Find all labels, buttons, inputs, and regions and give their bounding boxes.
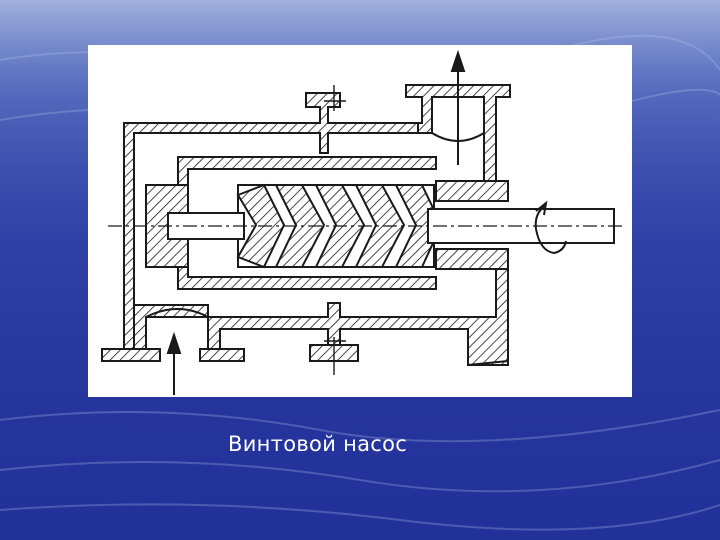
inlet-cavity: [145, 308, 209, 318]
screw-pump-diagram: [101, 49, 624, 395]
outlet-arrow: [450, 49, 466, 165]
pump-figure: [88, 45, 632, 397]
inlet-arrow: [166, 331, 182, 395]
rotation-arrow: [534, 200, 567, 255]
slide-caption: Винтовой насос: [228, 432, 408, 456]
center-marks: [324, 85, 346, 375]
pump-housing: [101, 84, 511, 366]
